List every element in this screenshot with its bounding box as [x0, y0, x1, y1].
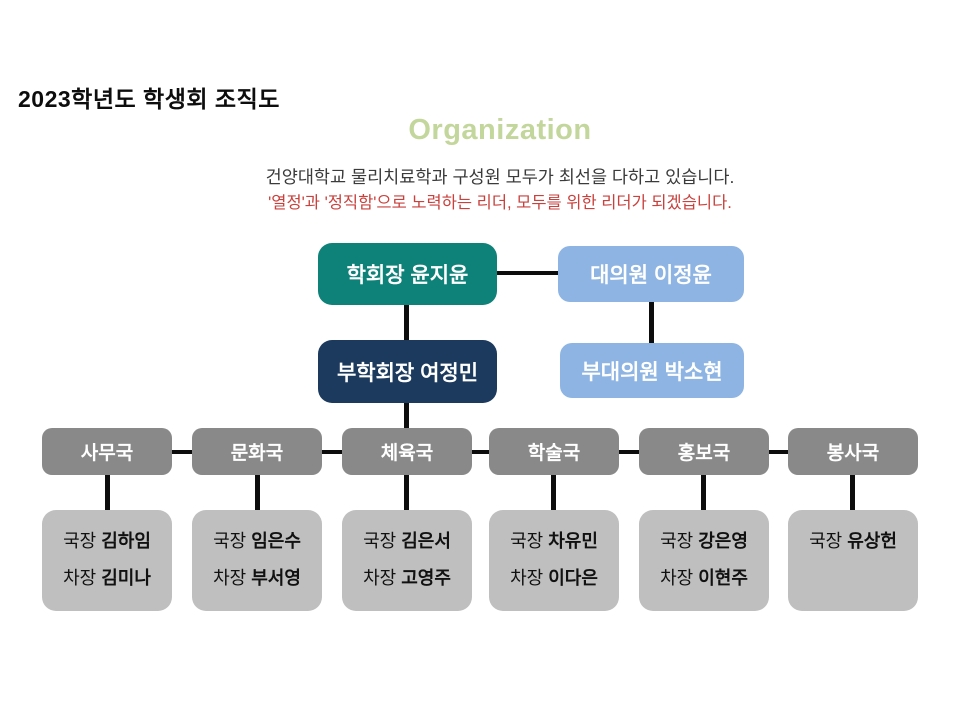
member-role: 차장: [213, 568, 247, 588]
member-name: 부서영: [251, 568, 301, 588]
dept-box-sports: 체육국: [342, 428, 472, 475]
member-role: 차장: [510, 568, 544, 588]
dept-box-volunteer: 봉사국: [788, 428, 918, 475]
member-box-volunteer: 국장 유상헌: [788, 510, 918, 611]
subtitle-line-2: '열정'과 '정직함'으로 노력하는 리더, 모두를 위한 리더가 되겠습니다.: [268, 194, 732, 212]
member-line: 국장 차유민: [489, 523, 619, 560]
member-name: 김하임: [101, 531, 151, 551]
member-name: 김미나: [101, 568, 151, 588]
connector-president-delegate: [497, 271, 558, 275]
member-role: 국장: [809, 531, 843, 551]
connector-dept-member-1: [105, 475, 110, 510]
connector-vicepresident-departments: [404, 403, 409, 430]
member-role: 국장: [213, 531, 247, 551]
member-box-academic: 국장 차유민 차장 이다은: [489, 510, 619, 611]
member-box-office: 국장 김하임 차장 김미나: [42, 510, 172, 611]
member-box-culture: 국장 임은수 차장 부서영: [192, 510, 322, 611]
member-name: 김은서: [401, 531, 451, 551]
connector-departments-horizontal: [107, 450, 853, 454]
connector-dept-member-6: [850, 475, 855, 510]
vice-president-box: 부학회장 여정민: [318, 340, 497, 403]
connector-delegate-vicedelegate: [649, 302, 654, 343]
vice-delegate-box: 부대의원 박소현: [560, 343, 744, 398]
member-line: 국장 김은서: [342, 523, 472, 560]
member-role: 차장: [660, 568, 694, 588]
member-line: 국장 강은영: [639, 523, 769, 560]
member-name: 임은수: [251, 531, 301, 551]
connector-dept-member-2: [255, 475, 260, 510]
member-line: 국장 김하임: [42, 523, 172, 560]
connector-dept-member-4: [551, 475, 556, 510]
dept-box-culture: 문화국: [192, 428, 322, 475]
member-box-sports: 국장 김은서 차장 고영주: [342, 510, 472, 611]
member-name: 차유민: [548, 531, 598, 551]
slide-title: 2023학년도 학생회 조직도: [18, 86, 280, 112]
member-name: 유상헌: [847, 531, 897, 551]
organization-heading: Organization: [408, 114, 592, 146]
subtitle-line-1: 건양대학교 물리치료학과 구성원 모두가 최선을 다하고 있습니다.: [265, 167, 735, 187]
dept-box-pr: 홍보국: [639, 428, 769, 475]
member-line: 차장 김미나: [42, 560, 172, 597]
member-name: 고영주: [401, 568, 451, 588]
president-box: 학회장 윤지윤: [318, 243, 497, 305]
member-name: 이다은: [548, 568, 598, 588]
member-line: 차장 이다은: [489, 560, 619, 597]
member-role: 국장: [660, 531, 694, 551]
dept-box-academic: 학술국: [489, 428, 619, 475]
member-line: 차장 부서영: [192, 560, 322, 597]
connector-dept-member-5: [701, 475, 706, 510]
member-line: 국장 유상헌: [788, 523, 918, 560]
connector-dept-member-3: [404, 475, 409, 510]
member-line: 차장 고영주: [342, 560, 472, 597]
member-role: 차장: [63, 568, 97, 588]
member-name: 이현주: [698, 568, 748, 588]
member-name: 강은영: [698, 531, 748, 551]
delegate-box: 대의원 이정윤: [558, 246, 744, 302]
member-role: 차장: [363, 568, 397, 588]
member-line: 차장 이현주: [639, 560, 769, 597]
member-box-pr: 국장 강은영 차장 이현주: [639, 510, 769, 611]
member-role: 국장: [63, 531, 97, 551]
dept-box-office: 사무국: [42, 428, 172, 475]
connector-president-vicepresident: [404, 305, 409, 340]
member-line: 국장 임은수: [192, 523, 322, 560]
member-role: 국장: [363, 531, 397, 551]
member-role: 국장: [510, 531, 544, 551]
